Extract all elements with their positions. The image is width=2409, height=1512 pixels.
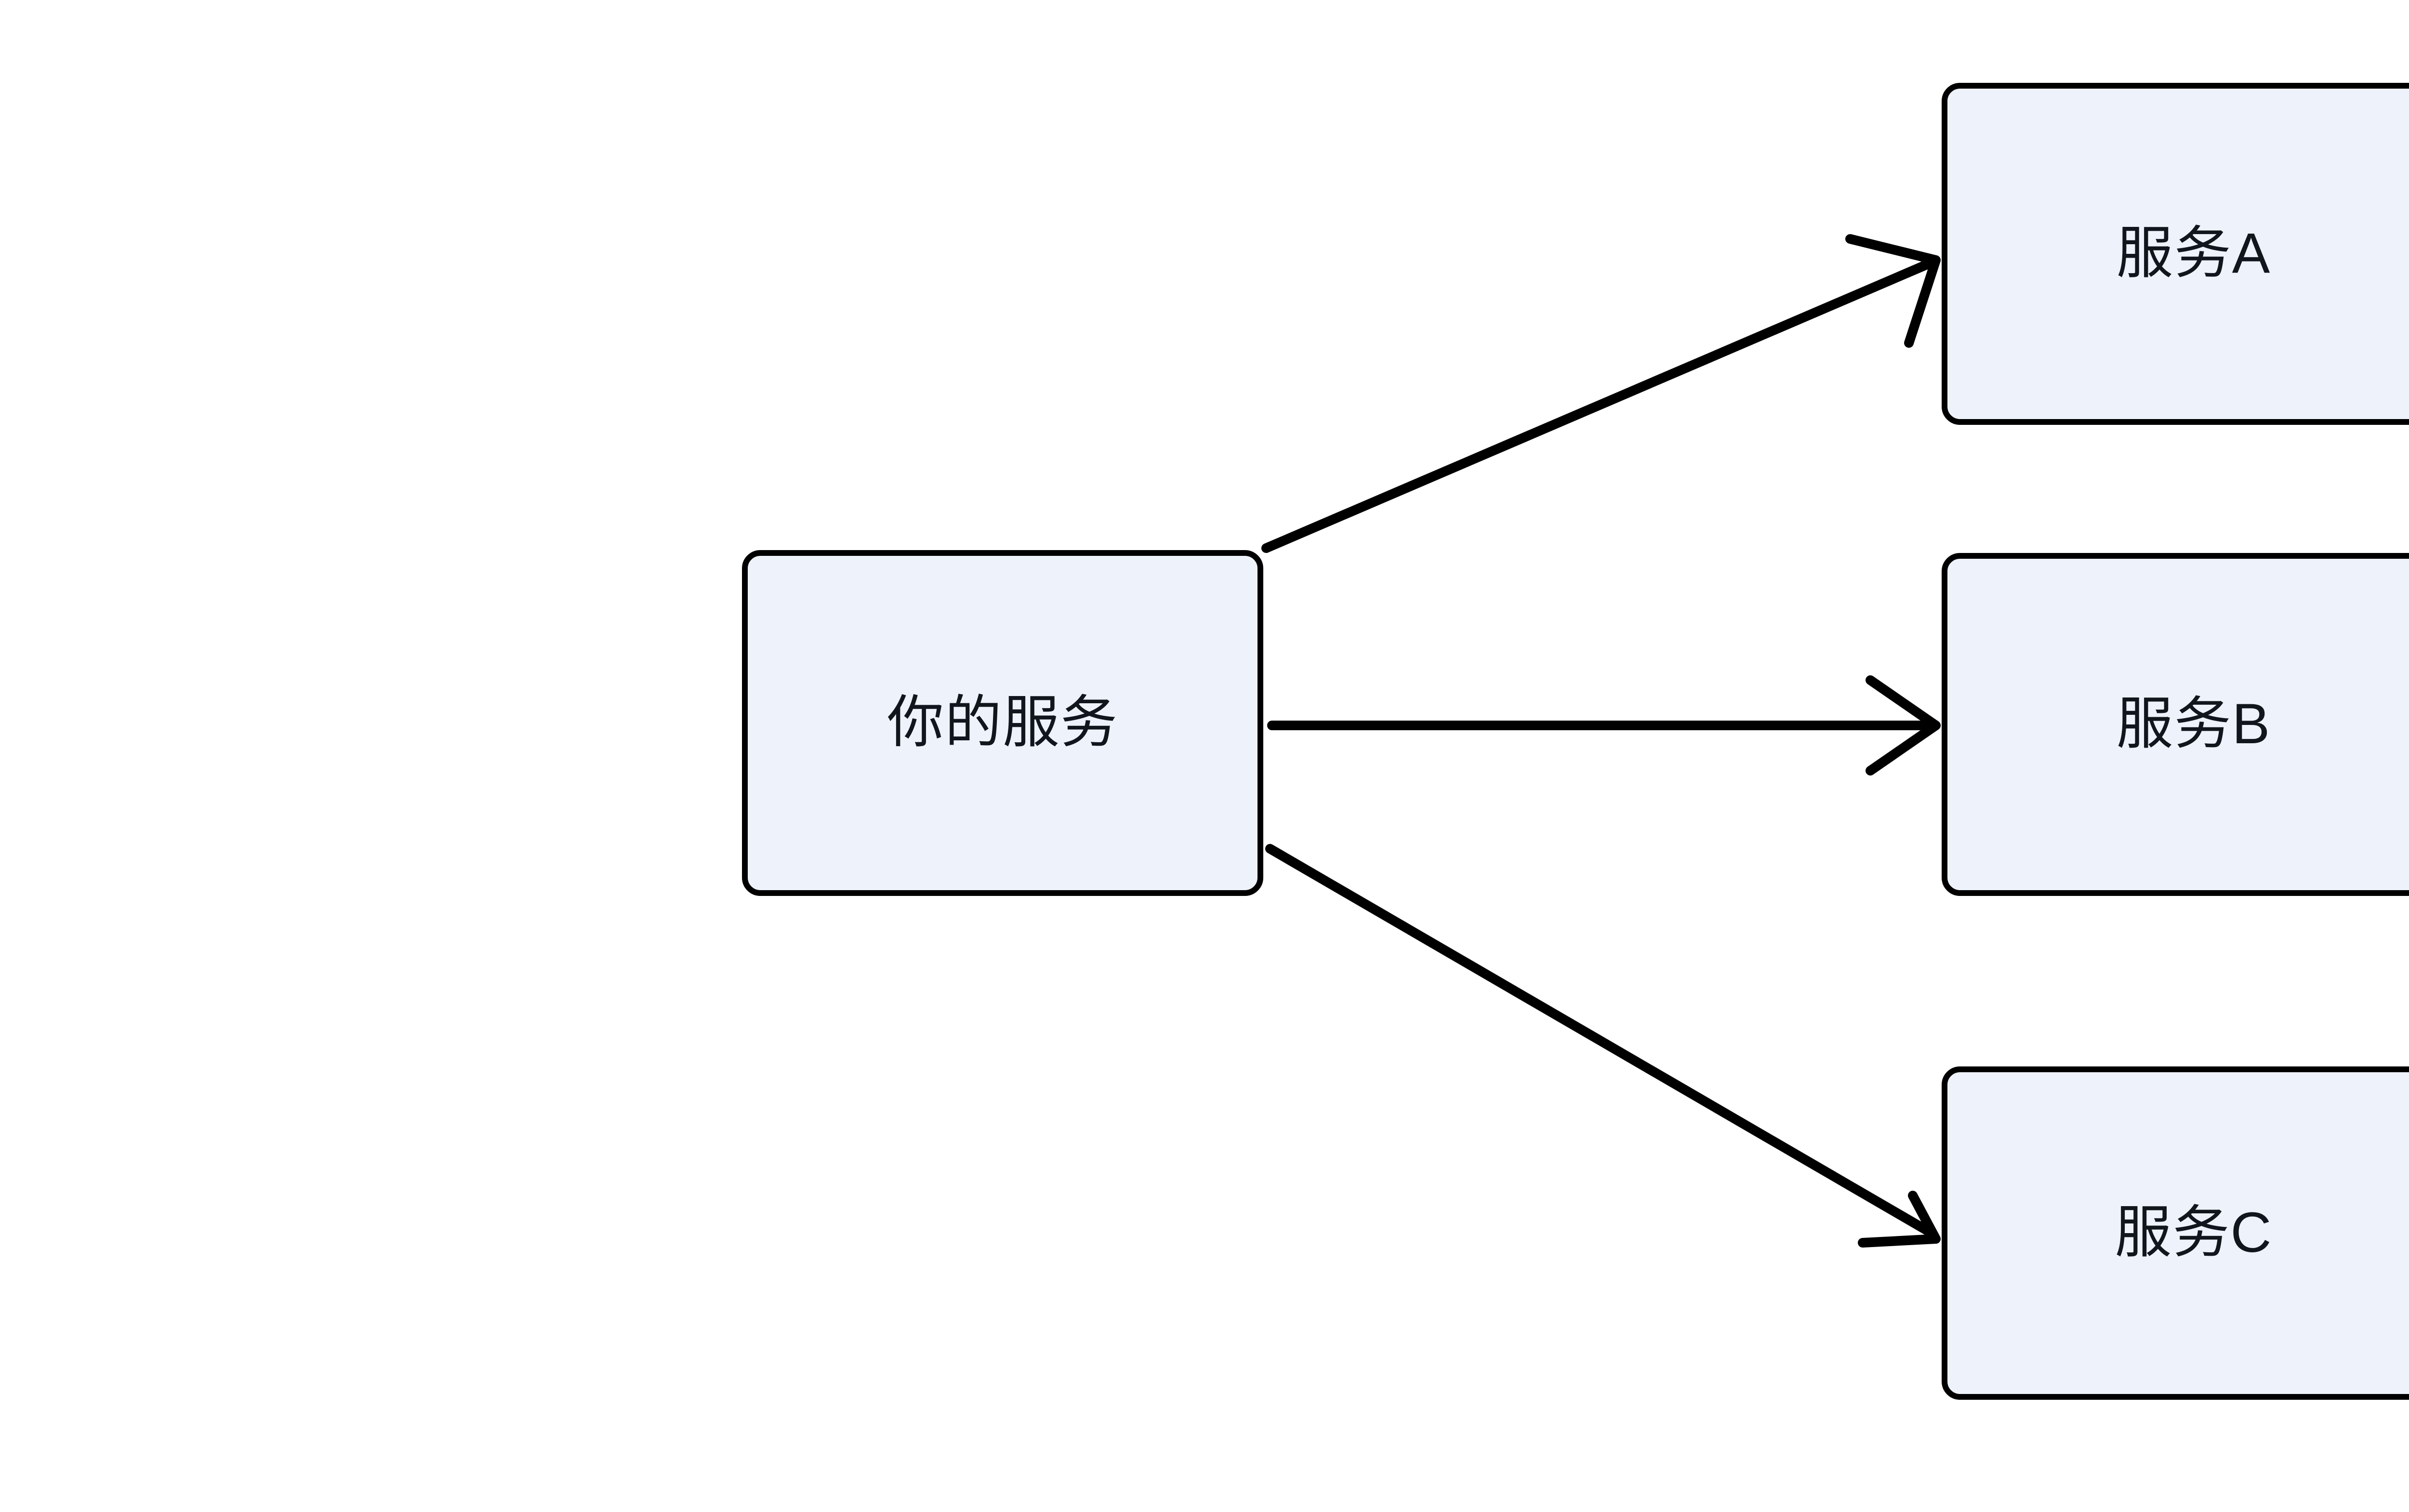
- edge-source-to-target-b: [1267, 675, 1941, 776]
- arrowhead-icon: [1845, 234, 1941, 348]
- edge-line: [1265, 844, 1933, 1236]
- node-service-a[interactable]: 服务A: [1942, 83, 2409, 425]
- node-label: 服务A: [2116, 222, 2271, 286]
- node-label: 服务C: [2115, 1201, 2273, 1265]
- arrowhead-icon: [1866, 675, 1941, 776]
- node-service-c[interactable]: 服务C: [1942, 1066, 2409, 1400]
- edge-line: [1261, 259, 1933, 553]
- node-your-service[interactable]: 你的服务: [742, 550, 1263, 896]
- node-label: 你的服务: [887, 691, 1118, 755]
- edge-source-to-target-c: [1265, 844, 1941, 1248]
- node-label: 服务B: [2116, 692, 2271, 756]
- arrowhead-icon: [1858, 1191, 1941, 1248]
- edge-source-to-target-a: [1261, 234, 1941, 553]
- edge-layer: [1261, 234, 1941, 1248]
- node-service-b[interactable]: 服务B: [1942, 553, 2409, 896]
